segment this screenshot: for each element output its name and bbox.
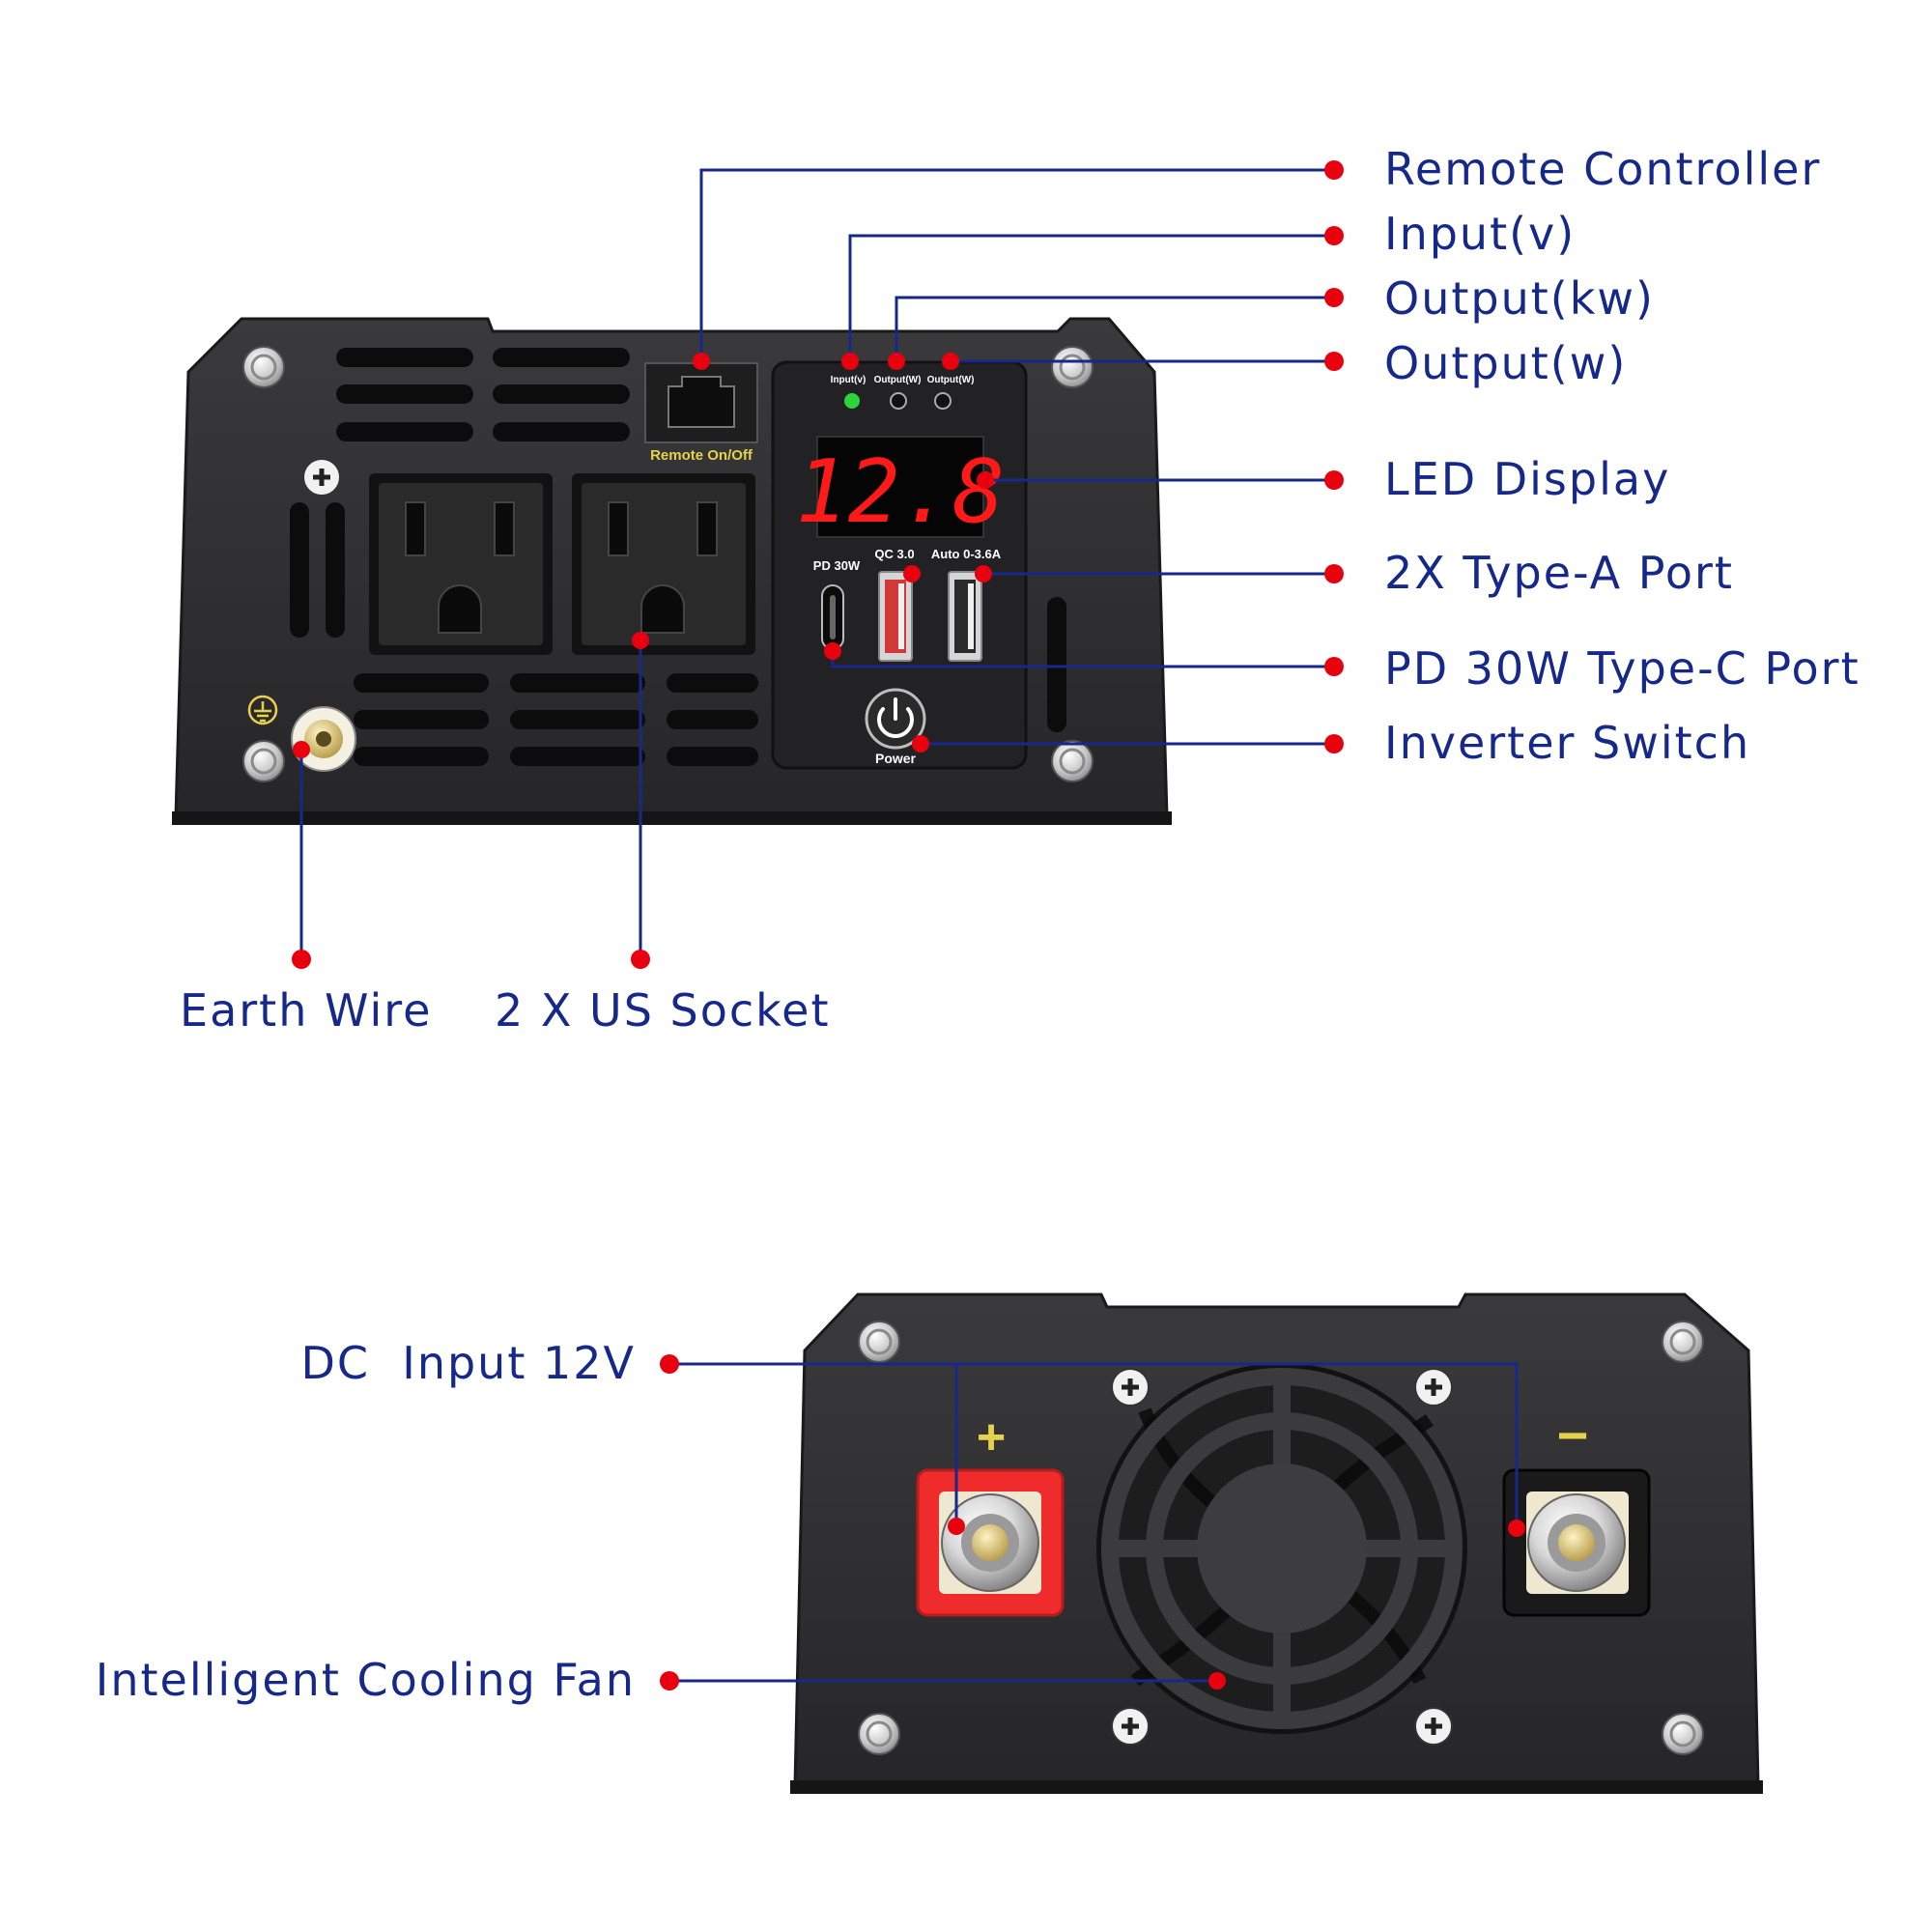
label-output-kw: Output(kw): [1384, 272, 1655, 325]
power-label: Power: [875, 751, 917, 766]
screw-icon: [1415, 1708, 1452, 1745]
leader-lines: [299, 168, 1519, 1683]
us-socket-left[interactable]: [369, 473, 553, 655]
callout-labels: Remote Controller Input(v) Output(kw) Ou…: [96, 143, 1861, 1706]
positive-terminal[interactable]: [916, 1468, 1065, 1617]
callout-dots: [292, 160, 1525, 1690]
negative-terminal[interactable]: [1502, 1468, 1651, 1617]
ground-symbol-icon: [247, 695, 278, 725]
label-dc-input: DC Input 12V: [300, 1337, 636, 1389]
us-socket-right[interactable]: [572, 473, 755, 655]
led-display-value: 12.8: [796, 441, 1006, 543]
indicator-output-kw-led: [890, 392, 907, 410]
screw-icon: [1661, 1320, 1705, 1364]
indicator-label-input: Input(v): [831, 375, 867, 385]
screw-icon: [857, 1712, 901, 1756]
auto-label: Auto 0-3.6A: [931, 547, 1002, 561]
screw-icon: [1112, 1708, 1149, 1745]
indicator-output-w-led: [934, 392, 952, 410]
type-c-port[interactable]: [821, 584, 844, 650]
minus-icon: −: [1557, 1405, 1589, 1465]
type-a-port-qc[interactable]: [878, 571, 913, 662]
front-panel: Remote On/Off Input(v) Output(W) Output(…: [172, 317, 1172, 825]
screw-icon: [1050, 739, 1094, 783]
label-earth-wire: Earth Wire: [180, 984, 432, 1037]
rear-base-plate: [790, 1780, 1763, 1794]
label-type-c-port: PD 30W Type-C Port: [1384, 642, 1861, 695]
front-base-plate: [172, 811, 1172, 825]
label-output-w: Output(w): [1384, 337, 1627, 389]
power-icon: [877, 697, 914, 738]
screw-icon: [1050, 345, 1094, 389]
power-button[interactable]: [865, 688, 926, 750]
indicator-label-output-kw: Output(W): [874, 375, 922, 385]
side-vents: [290, 502, 1066, 732]
indicator-input-led: [844, 393, 860, 409]
label-remote-controller: Remote Controller: [1384, 143, 1821, 195]
fan-icon: [1096, 1363, 1467, 1734]
screw-icon: [1112, 1369, 1149, 1406]
remote-port[interactable]: [644, 362, 758, 443]
remote-port-label: Remote On/Off: [650, 447, 753, 464]
label-cooling-fan: Intelligent Cooling Fan: [96, 1654, 636, 1706]
label-us-socket: 2 X US Socket: [495, 984, 830, 1037]
qc-label: QC 3.0: [874, 547, 914, 561]
pd-label: PD 30W: [813, 558, 861, 573]
screw-icon: [1661, 1712, 1705, 1756]
bottom-vents: [354, 673, 758, 766]
screw-icon: [1415, 1369, 1452, 1406]
top-vents: [336, 348, 630, 441]
screw-icon: [857, 1320, 901, 1364]
led-display: 12.8: [796, 436, 1006, 543]
label-type-a-port: 2X Type-A Port: [1384, 547, 1734, 599]
indicator-label-output-w: Output(W): [927, 375, 975, 385]
screw-icon: [303, 459, 340, 496]
label-inverter-switch: Inverter Switch: [1384, 717, 1750, 769]
screw-icon: [242, 739, 286, 783]
label-led-display: LED Display: [1384, 453, 1670, 505]
plus-icon: +: [977, 1409, 1006, 1465]
rear-panel: + −: [790, 1293, 1763, 1794]
screw-icon: [242, 345, 286, 389]
type-a-port-auto[interactable]: [948, 571, 982, 662]
label-input-v: Input(v): [1384, 208, 1576, 260]
